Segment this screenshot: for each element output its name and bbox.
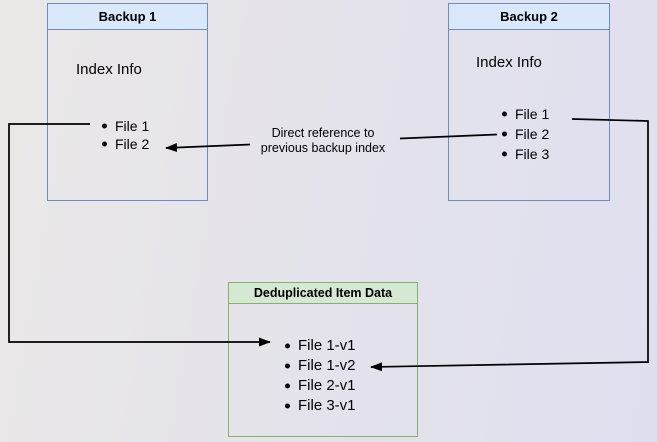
backup2-index-info-label: Index Info <box>476 54 542 71</box>
list-item: File 3-v1 <box>284 396 356 416</box>
dedup-item-list: File 1-v1 File 1-v2 File 2-v1 File 3-v1 <box>284 336 356 416</box>
list-item: File 1-v2 <box>284 356 356 376</box>
list-item: File 2 <box>101 135 149 153</box>
list-item: File 3 <box>501 144 549 164</box>
backup1-title: Backup 1 <box>48 4 207 30</box>
backup1-file-list: File 1 File 2 <box>101 117 149 153</box>
list-item: File 1 <box>101 117 149 135</box>
backup1-node: Backup 1 Index Info File 1 File 2 <box>47 3 208 201</box>
dedup-store-node: Deduplicated Item Data File 1-v1 File 1-… <box>228 282 418 437</box>
list-item: File 2-v1 <box>284 376 356 396</box>
list-item: File 1 <box>501 104 549 124</box>
backup2-title: Backup 2 <box>449 4 609 30</box>
backup1-index-info-label: Index Info <box>76 61 142 78</box>
list-item: File 2 <box>501 124 549 144</box>
backup2-node: Backup 2 Index Info File 1 File 2 File 3 <box>448 3 610 201</box>
list-item: File 1-v1 <box>284 336 356 356</box>
backup2-file-list: File 1 File 2 File 3 <box>501 104 549 164</box>
direct-reference-label: Direct reference to previous backup inde… <box>260 126 386 155</box>
dedup-store-title: Deduplicated Item Data <box>229 283 417 304</box>
